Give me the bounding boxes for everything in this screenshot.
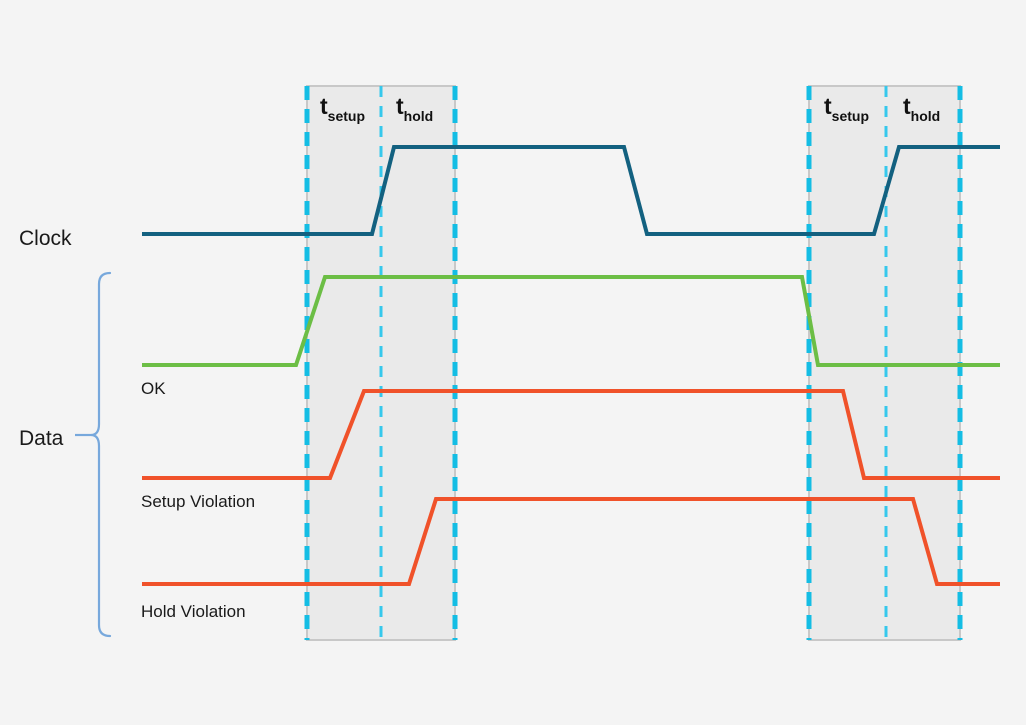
waveform-setup-violation: [142, 389, 1000, 480]
window-2-tsetup-label: tsetup: [824, 93, 869, 124]
waveform-clock: [142, 145, 1000, 236]
ok-label: OK: [141, 379, 166, 398]
waveform-hold-violation: [142, 497, 1000, 586]
data-group-label: Data: [19, 427, 64, 450]
window-1-tsetup-label: tsetup: [320, 93, 365, 124]
clock-label: Clock: [19, 227, 72, 250]
waveform-ok: [142, 275, 1000, 367]
hold-violation-label: Hold Violation: [141, 602, 246, 621]
setup-violation-label: Setup Violation: [141, 492, 255, 511]
setup-hold-window-1: [304, 85, 458, 641]
data-group-brace: [90, 271, 112, 638]
window-1-thold-label: thold: [396, 93, 433, 124]
window-2-thold-label: thold: [903, 93, 940, 124]
